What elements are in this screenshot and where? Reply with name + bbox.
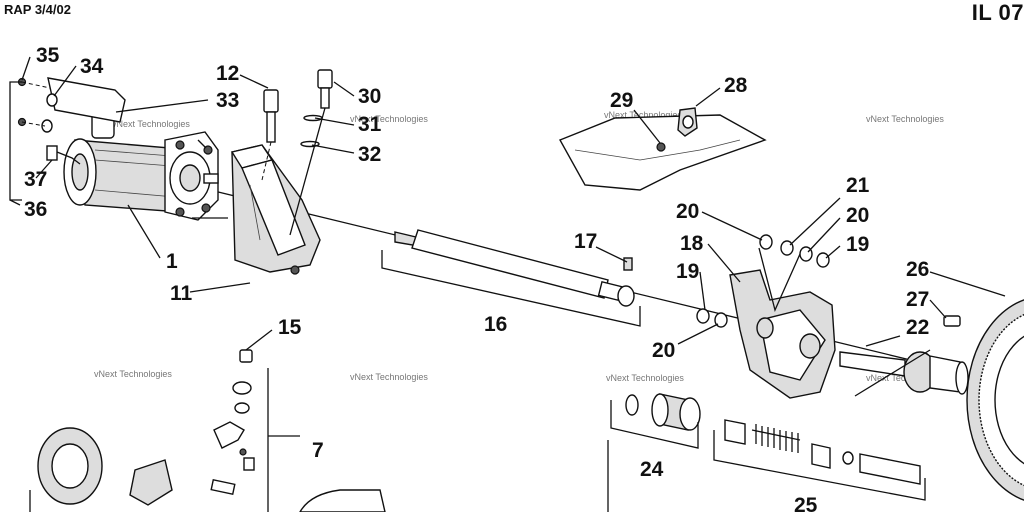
callout-31: 31 [358,113,382,136]
callout-25: 25 [794,494,818,512]
bolt-30 [289,69,333,236]
drive-gear-assembly [607,393,926,512]
callout-30: 30 [358,85,381,108]
callout-12: 12 [216,62,239,85]
callout-20-b: 20 [652,339,675,362]
lower-kit [29,349,386,512]
starter-motor [63,103,228,221]
callout-18: 18 [680,232,704,255]
support-bracket [696,234,836,399]
watermark: vNext Technologies [604,110,682,120]
callout-16: 16 [484,313,507,336]
callout-19-b: 19 [846,233,869,256]
watermark: vNext Technologies [866,114,944,124]
callout-26: 26 [906,258,929,281]
watermark: vNext Technologies [606,373,684,383]
terminal-cover [9,77,126,201]
callout-37: 37 [24,168,47,191]
callout-35: 35 [36,44,60,67]
callout-20-c: 20 [846,204,869,227]
callout-11: 11 [170,282,193,305]
callout-36: 36 [24,198,47,221]
callout-22: 22 [906,316,929,339]
callout-34: 34 [80,55,104,78]
callout-33: 33 [216,89,239,112]
callout-28: 28 [724,74,748,97]
watermark: vNext Technologies [350,114,428,124]
mount-plate [559,107,767,191]
bolt-12 [261,89,279,181]
callout-19-a: 19 [676,260,699,283]
callout-numbers: 35 34 33 37 36 1 11 12 30 31 32 28 29 17… [24,44,929,512]
watermark: vNext Technologies [94,369,172,379]
leader-lines [9,56,1006,351]
callout-24: 24 [640,458,664,481]
drive-shaft [381,229,641,327]
ring-gear [966,299,1024,501]
callout-21: 21 [846,174,870,197]
callout-7: 7 [312,439,324,462]
starter-bracket [230,144,321,275]
callout-17: 17 [574,230,597,253]
watermark: vNext Technologies [112,119,190,129]
bolt-27 [943,315,961,327]
callout-20-a: 20 [676,200,699,223]
callout-15: 15 [278,316,302,339]
illustration-number: IL 07 [971,0,1024,25]
callout-32: 32 [358,143,381,166]
document-code: RAP 3/4/02 [4,2,71,17]
callout-29: 29 [610,89,633,112]
pinion-shaft [839,349,969,397]
callout-1: 1 [166,250,178,273]
callout-27: 27 [906,288,929,311]
watermark: vNext Technologies [350,372,428,382]
